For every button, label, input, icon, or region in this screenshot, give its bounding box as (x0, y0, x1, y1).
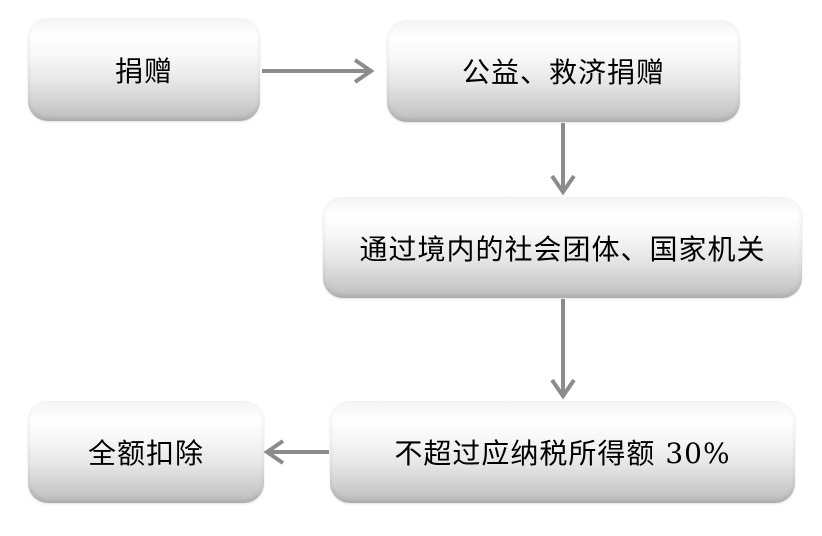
node-domestic-channel: 通过境内的社会团体、国家机关 (323, 197, 802, 298)
node-income-limit: 不超过应纳税所得额 30% (330, 401, 795, 503)
node-public-welfare-label: 公益、救济捐赠 (461, 56, 665, 89)
edge-channel-to-limit (550, 299, 576, 400)
node-full-deduction-label: 全额扣除 (87, 437, 204, 470)
node-channel-label: 通过境内的社会团体、国家机关 (359, 232, 766, 266)
node-donation-label: 捐赠 (114, 54, 173, 88)
edge-limit-to-full-deduction (263, 439, 329, 465)
node-public-welfare-donation: 公益、救济捐赠 (387, 20, 740, 122)
edge-donation-to-public-welfare (262, 58, 375, 84)
node-limit-label: 不超过应纳税所得额 30% (394, 437, 731, 470)
edge-public-welfare-to-channel (550, 123, 576, 196)
node-donation: 捐赠 (28, 18, 260, 121)
node-full-deduction: 全额扣除 (28, 401, 264, 503)
